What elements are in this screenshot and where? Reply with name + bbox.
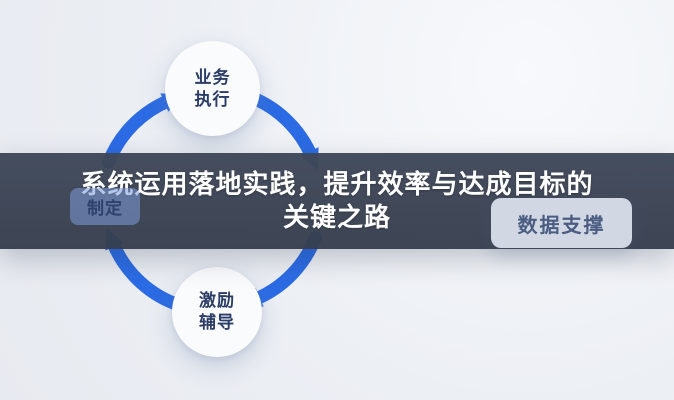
node-plan-making-label: 制定	[87, 199, 123, 218]
node-incentive-coaching: 激励 辅导	[172, 267, 262, 357]
node-data-support-label: 数据支撑	[517, 214, 606, 237]
node-business-execution-label-line2: 执行	[194, 89, 231, 109]
node-business-execution: 业务 执行	[165, 41, 260, 136]
arrow-top-right	[243, 90, 319, 171]
node-incentive-coaching-label-line1: 激励	[199, 291, 235, 310]
arrow-bottom-left	[105, 227, 181, 310]
node-business-execution-label-line1: 业务	[194, 67, 231, 87]
node-plan-making: 制定	[70, 188, 140, 225]
node-data-support: 数据支撑	[491, 198, 632, 248]
banner-title-line1: 系统运用落地实践，提升效率与达成目标的	[80, 169, 594, 199]
banner-title-line2: 关键之路	[282, 202, 391, 232]
node-incentive-coaching-label-line2: 辅导	[199, 313, 235, 332]
